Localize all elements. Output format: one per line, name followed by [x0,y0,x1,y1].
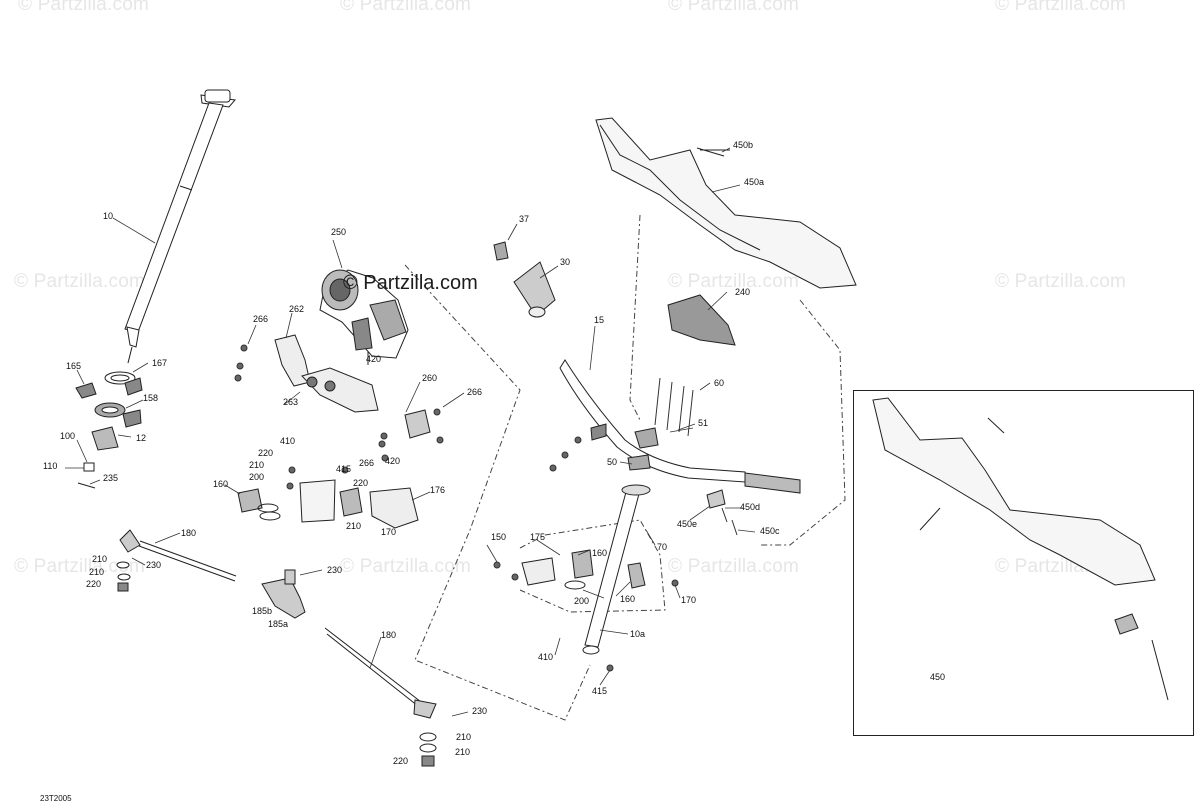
part-label[interactable]: 410 [538,652,554,662]
part-label[interactable]: 420 [385,456,401,466]
watermark: © Partzilla.com [668,271,800,292]
part-label[interactable]: 266 [467,387,483,397]
part-label[interactable]: 220 [86,579,102,589]
part-label[interactable]: 450d [740,502,761,512]
handguard-assembly [595,117,857,289]
dashed-outline-clamp-group [519,519,666,613]
handlebar [559,359,801,509]
inset-frame [853,390,1194,736]
part-label[interactable]: 415 [592,686,608,696]
part-label[interactable]: 220 [393,756,409,766]
clip-fasteners [721,507,738,536]
part-label[interactable]: 266 [253,314,269,324]
dashed-outline-steering-group [404,264,591,721]
part-label[interactable]: 410 [280,436,296,446]
part-label[interactable]: 210 [249,460,265,470]
watermark: © Partzilla.com [340,556,472,577]
inset-handguard [872,397,1169,701]
part-label[interactable]: 160 [592,548,608,558]
part-label[interactable]: 240 [735,287,751,297]
part-label[interactable]: 230 [472,706,488,716]
part-label[interactable]: 210 [346,521,362,531]
part-label[interactable]: 10 [103,211,114,221]
part-label[interactable]: 450a [744,177,765,187]
part-label[interactable]: 170 [681,595,697,605]
power-steering-unit [319,269,409,365]
part-label[interactable]: 160 [213,479,229,489]
handlebar-cover [667,294,736,346]
lower-clamps [237,479,419,529]
part-label[interactable]: 37 [519,214,530,224]
grip [493,241,556,318]
part-label[interactable]: 210 [89,567,105,577]
part-label[interactable]: 185a [268,619,289,629]
part-label[interactable]: 170 [381,527,397,537]
part-label[interactable]: 30 [560,257,571,267]
part-label[interactable]: 450b [733,140,754,150]
part-label[interactable]: 50 [607,457,618,467]
part-label[interactable]: 415 [336,464,352,474]
part-label[interactable]: 158 [143,393,159,403]
dashed-guide-line [760,299,846,546]
part-label[interactable]: 200 [574,596,590,606]
brackets [274,334,431,439]
watermark: © Partzilla.com [14,271,146,292]
part-label[interactable]: 220 [258,448,274,458]
part-label[interactable]: 150 [491,532,507,542]
part-label[interactable]: 110 [43,461,58,471]
diagram-code: 23T2005 [40,794,72,803]
watermark: © Partzilla.com [995,271,1127,292]
part-label[interactable]: 100 [60,431,76,441]
dashed-guide-line [629,214,641,421]
part-label[interactable]: 210 [92,554,108,564]
part-label[interactable]: 450 [930,672,946,682]
part-label[interactable]: 266 [359,458,375,468]
watermark: © Partzilla.com [668,0,800,15]
part-label[interactable]: 210 [455,747,471,757]
steering-column-shaft [124,89,236,364]
part-label[interactable]: 176 [430,485,446,495]
watermark: © Partzilla.com [340,0,472,15]
watermark: © Partzilla.com [14,556,146,577]
steering-column-lower [521,484,651,655]
part-label[interactable]: 230 [146,560,162,570]
watermark: © Partzilla.com [18,0,150,15]
part-label[interactable]: 185b [252,606,273,616]
tie-rods [116,529,437,767]
part-label[interactable]: 263 [283,397,299,407]
part-label[interactable]: 210 [456,732,472,742]
part-label[interactable]: 230 [327,565,343,575]
part-label[interactable]: 10a [630,629,646,639]
part-label[interactable]: 160 [620,594,636,604]
part-label[interactable]: 450e [677,519,698,529]
part-label[interactable]: 165 [66,361,82,371]
part-label[interactable]: 235 [103,473,119,483]
part-label[interactable]: 180 [381,630,397,640]
part-label[interactable]: 175 [530,532,546,542]
watermark: © Partzilla.com [995,0,1127,15]
watermark: © Partzilla.com [668,556,800,577]
leader-lines [65,147,756,717]
part-label[interactable]: 12 [136,433,147,443]
part-label[interactable]: 51 [698,418,709,428]
part-label[interactable]: 220 [353,478,369,488]
part-label[interactable]: 260 [422,373,438,383]
part-label[interactable]: 15 [594,315,605,325]
brand-overlay: © Partzilla.com [343,272,478,294]
part-label[interactable]: 450c [760,526,780,536]
part-label[interactable]: 262 [289,304,305,314]
bearing-parts [75,371,143,489]
part-label[interactable]: 167 [152,358,168,368]
pitman-arm [261,569,306,619]
part-label[interactable]: 180 [181,528,197,538]
part-label[interactable]: 200 [249,472,265,482]
part-label[interactable]: 60 [714,378,725,388]
part-label[interactable]: 420 [366,354,382,364]
long-bolts [654,377,694,437]
part-label[interactable]: 70 [657,542,668,552]
part-label[interactable]: 250 [331,227,347,237]
